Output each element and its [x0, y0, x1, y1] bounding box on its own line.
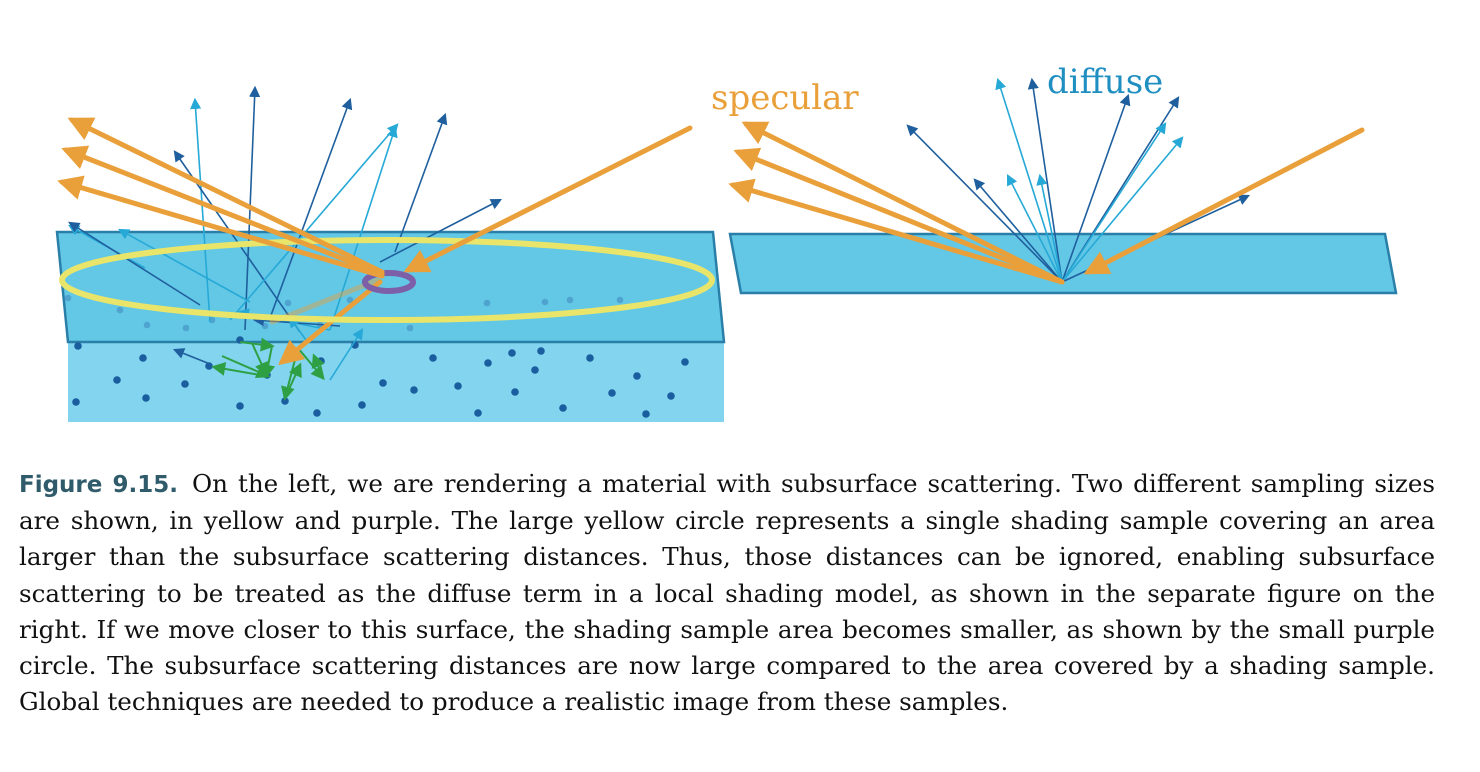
ray	[172, 348, 211, 365]
specular-label: specular	[711, 78, 859, 118]
material-body	[68, 340, 724, 422]
figure-illustration: specular diffuse	[55, 62, 1398, 422]
particle	[72, 398, 80, 406]
subsurface-particles	[64, 294, 689, 418]
ray	[906, 124, 1063, 283]
particle	[410, 386, 418, 394]
ray	[229, 123, 399, 321]
particle	[566, 296, 574, 304]
particle	[346, 296, 354, 304]
ray	[68, 221, 201, 306]
particle	[116, 306, 124, 314]
purple-sampling-circle	[362, 270, 416, 294]
particle	[317, 357, 325, 365]
caption-text: On the left, we are rendering a material…	[19, 469, 1435, 717]
ray	[995, 77, 1063, 283]
particle	[143, 321, 151, 329]
ray	[1006, 174, 1063, 283]
particle	[537, 347, 545, 355]
figure-label: Figure 9.15.	[19, 472, 178, 498]
diffuse-label: diffuse	[1047, 62, 1163, 102]
particle	[358, 401, 366, 409]
ray	[1036, 173, 1063, 283]
left-specular-rays	[57, 117, 693, 279]
ray	[329, 328, 364, 381]
particle	[113, 376, 121, 384]
particle	[429, 354, 437, 362]
particle	[182, 324, 190, 332]
particle	[281, 397, 289, 405]
particle	[236, 402, 244, 410]
particle	[531, 366, 539, 374]
left-diffuse-rays	[68, 85, 502, 381]
ray	[190, 97, 211, 323]
ray	[118, 228, 251, 303]
particle	[74, 342, 82, 350]
particle	[313, 409, 321, 417]
particle	[139, 354, 147, 362]
particle	[484, 359, 492, 367]
particle	[181, 380, 189, 388]
particle	[474, 409, 482, 417]
particle	[379, 379, 387, 387]
particle	[454, 382, 462, 390]
particle	[541, 298, 549, 306]
ray	[379, 198, 502, 263]
particle	[511, 388, 519, 396]
ray	[269, 97, 353, 319]
particle	[608, 389, 616, 397]
ray	[1061, 122, 1167, 283]
figure-caption: Figure 9.15.On the left, we are renderin…	[19, 466, 1435, 720]
particle	[667, 392, 675, 400]
yellow-sampling-circle	[59, 237, 715, 323]
particle	[483, 299, 491, 307]
particle	[616, 296, 624, 304]
particle	[261, 322, 269, 330]
ray	[329, 125, 398, 331]
right-specular-rays	[728, 121, 1365, 285]
particle	[586, 354, 594, 362]
particle	[205, 362, 213, 370]
particle	[64, 294, 72, 302]
ray	[394, 112, 448, 253]
left-material-block	[55, 230, 726, 422]
particle	[681, 358, 689, 366]
particle	[642, 410, 650, 418]
particle	[508, 349, 516, 357]
particle	[559, 404, 567, 412]
particle	[406, 324, 414, 332]
particle	[633, 372, 641, 380]
ray	[288, 316, 307, 341]
ray	[1061, 93, 1131, 283]
ray	[1061, 136, 1184, 283]
particle	[284, 299, 292, 307]
ray	[973, 178, 1063, 283]
material-top-surface	[55, 230, 726, 344]
particle	[142, 394, 150, 402]
